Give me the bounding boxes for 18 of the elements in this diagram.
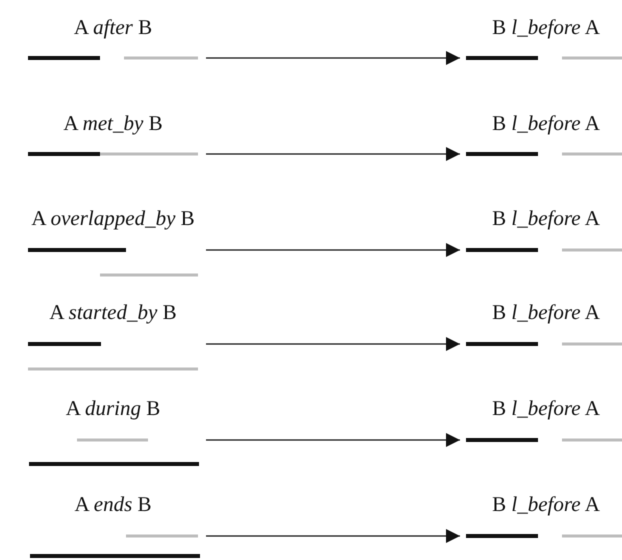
relation-label: A overlapped_by B [30,205,196,231]
relation-label: B l_before A [491,14,601,40]
relation-label: B l_before A [491,395,601,421]
arrow [206,243,460,257]
arrow [206,51,460,65]
relation-label: B l_before A [491,110,601,136]
arrow [206,147,460,161]
relation-label: B l_before A [491,205,601,231]
relation-label: A ends B [73,491,153,517]
relation-label: A after B [72,14,154,40]
relation-label: A met_by B [62,110,164,136]
arrow [206,433,460,447]
arrow [206,529,460,543]
arrow [206,337,460,351]
relation-label: B l_before A [491,491,601,517]
relation-label: A during B [64,395,162,421]
relation-label: A started_by B [48,299,178,325]
relation-label: B l_before A [491,299,601,325]
